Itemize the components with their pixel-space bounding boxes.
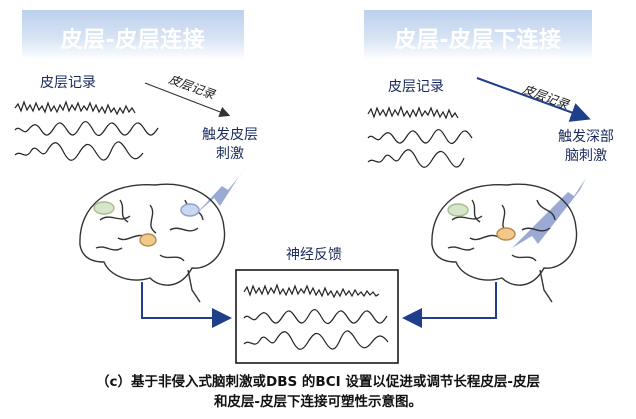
right-stim-line1: 触发深部 — [558, 129, 614, 145]
right-brain-image — [431, 183, 578, 303]
right-record-arrow — [476, 77, 591, 122]
caption-line-2: 和皮层-皮层下连接可塑性示意图。 — [213, 394, 423, 410]
right-panel-title: 皮层-皮层下连接 — [364, 10, 592, 60]
left-trace-1 — [14, 100, 136, 116]
right-trace-2 — [367, 129, 473, 145]
caption-line-1: （c）基于非侵入式脑刺激或DBS 的BCI 设置以促进或调节长程皮层-皮层 — [96, 374, 540, 390]
right-trace-3 — [367, 149, 465, 168]
right-stim-arrow — [512, 178, 586, 248]
left-record-arrow — [144, 82, 231, 118]
figure-caption: （c）基于非侵入式脑刺激或DBS 的BCI 设置以促进或调节长程皮层-皮层 和皮… — [0, 372, 636, 412]
left-cortical-traces — [14, 100, 159, 161]
right-record-label: 皮层记录 — [388, 79, 444, 95]
right-cortical-traces — [367, 105, 473, 168]
right-stim-label: 触发深部 脑刺激 — [546, 128, 626, 166]
neurofeedback-box — [235, 269, 399, 364]
neurofeedback-traces — [243, 283, 389, 350]
right-trace-1 — [367, 105, 459, 120]
left-record-label: 皮层记录 — [40, 75, 96, 91]
neurofeedback-label: 神经反馈 — [286, 247, 342, 263]
left-stim-line1: 触发皮层 — [202, 127, 258, 143]
feedback-connectors — [141, 282, 497, 328]
left-stim-label: 触发皮层 刺激 — [190, 126, 270, 164]
left-stim-arrow — [194, 168, 246, 216]
left-brain-image — [79, 183, 226, 303]
left-panel-title: 皮层-皮层连接 — [22, 10, 244, 60]
left-trace-2 — [14, 121, 159, 137]
left-trace-3 — [14, 141, 144, 161]
left-stim-line2: 刺激 — [216, 146, 244, 162]
right-stim-line2: 脑刺激 — [565, 148, 607, 164]
